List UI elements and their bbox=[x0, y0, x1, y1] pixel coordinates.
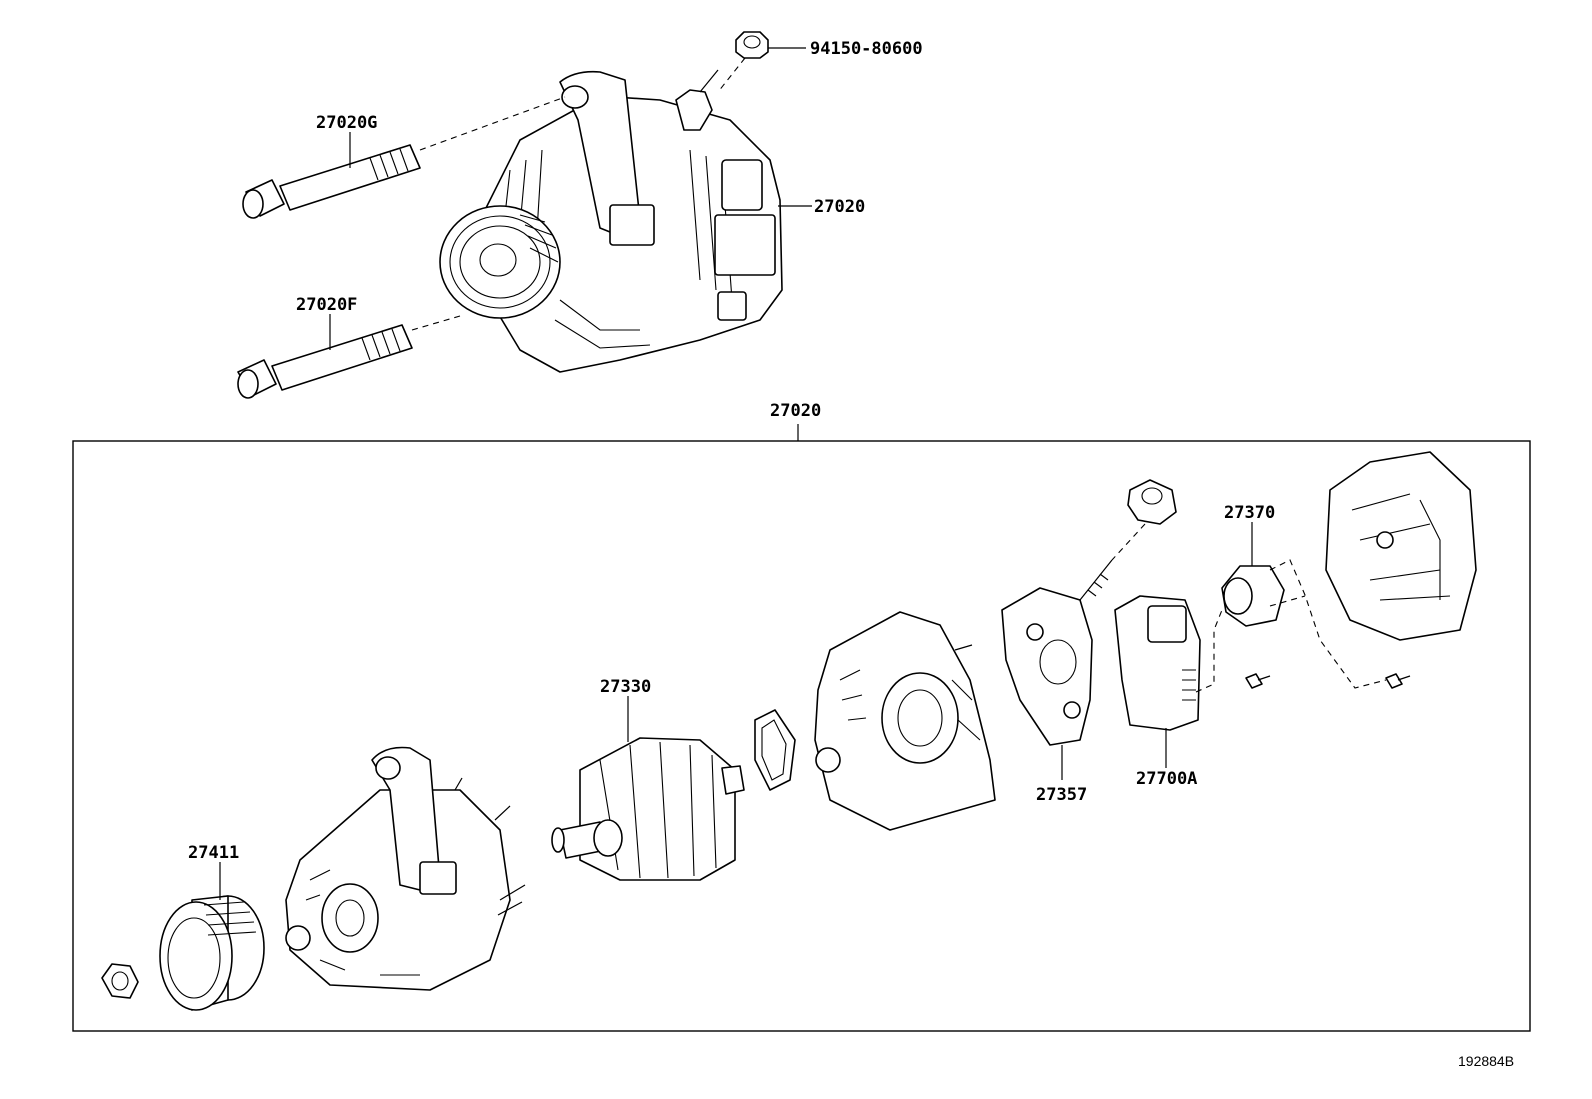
label-27357: 27357 bbox=[1036, 785, 1087, 805]
rotor-icon bbox=[551, 737, 745, 881]
screw-icon bbox=[1245, 673, 1271, 689]
label-27020F: 27020F bbox=[296, 295, 357, 315]
bolt-g-icon bbox=[242, 144, 421, 219]
label-94150-80600: 94150-80600 bbox=[810, 39, 923, 59]
pulley-nut-icon bbox=[101, 963, 139, 999]
nut-icon bbox=[735, 31, 769, 59]
rear-cover-icon bbox=[1325, 451, 1477, 641]
label-27370: 27370 bbox=[1224, 503, 1275, 523]
brush-holder-icon bbox=[1221, 565, 1285, 627]
diagram-reference: 192884B bbox=[1458, 1053, 1514, 1069]
terminal-insulator-icon bbox=[1127, 479, 1177, 525]
regulator-icon bbox=[1114, 595, 1201, 731]
alternator-assembly-illustration bbox=[439, 69, 783, 373]
label-27020-group: 27020 bbox=[770, 401, 821, 421]
label-27411: 27411 bbox=[188, 843, 239, 863]
rear-frame-icon bbox=[814, 611, 996, 831]
seal-ring-icon bbox=[754, 709, 796, 791]
label-27700A: 27700A bbox=[1136, 769, 1197, 789]
bolt-f-icon bbox=[237, 324, 413, 399]
drive-end-frame-icon bbox=[285, 746, 526, 991]
exploded-view-frame bbox=[72, 440, 1531, 1032]
pulley-icon bbox=[159, 895, 265, 1011]
screw-icon bbox=[1385, 673, 1411, 689]
label-27330: 27330 bbox=[600, 677, 651, 697]
label-27020-top: 27020 bbox=[814, 197, 865, 217]
rectifier-icon bbox=[1001, 559, 1113, 746]
label-27020G: 27020G bbox=[316, 113, 377, 133]
